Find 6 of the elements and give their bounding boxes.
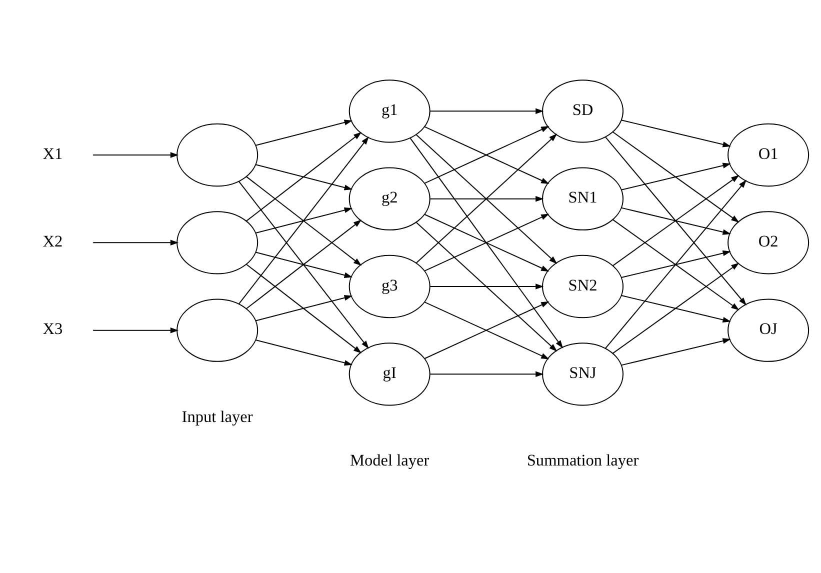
node-text: X2	[42, 232, 63, 251]
node-text: X1	[42, 144, 63, 163]
node-text: X3	[42, 319, 63, 338]
label: Summation layer	[526, 450, 639, 470]
label: Model layer	[350, 450, 430, 470]
label: Input layer	[182, 406, 253, 426]
